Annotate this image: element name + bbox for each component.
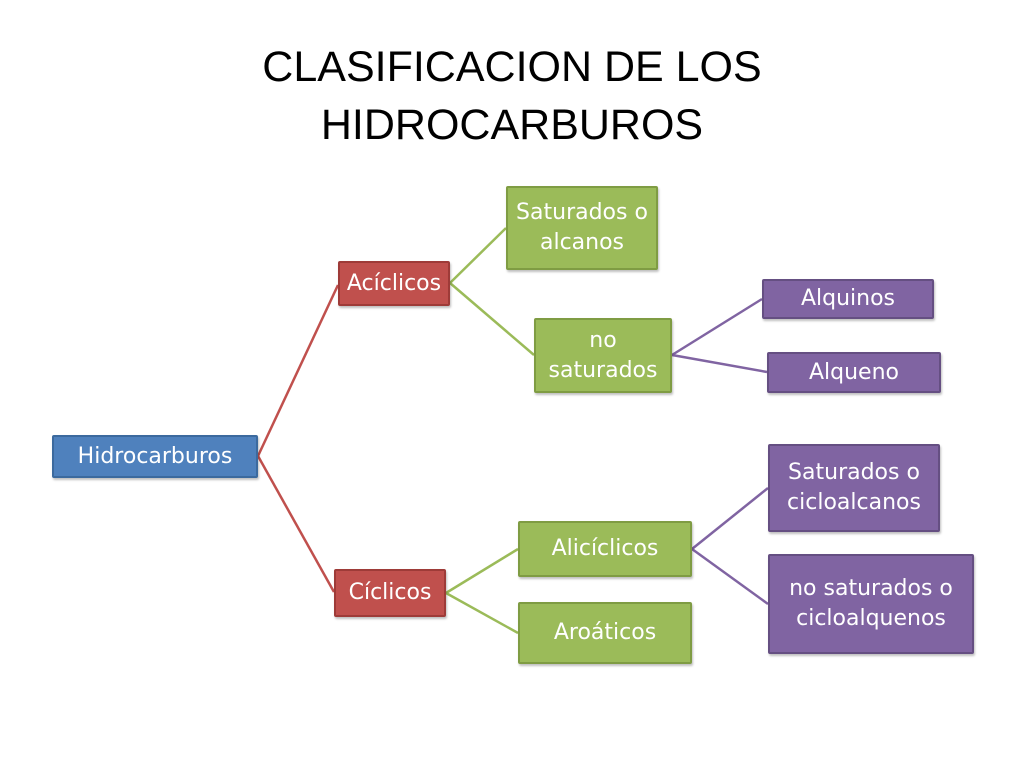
node-aromaticos: Aroáticos (518, 602, 692, 664)
connector-root-aciclicos (256, 284, 340, 457)
node-alquinos: Alquinos (762, 279, 934, 319)
connector-ciclicos-aliciclicos (445, 547, 519, 595)
slide-title-line-1: CLASIFICACION DE LOS (262, 43, 762, 91)
node-cicloalquenos: no saturados o cicloalquenos (768, 554, 974, 654)
connector-aciclicos-no-saturados (449, 282, 535, 356)
node-hidrocarburos: Hidrocarburos (52, 435, 258, 478)
connector-aliciclicos-cicloalcanos (691, 487, 769, 550)
node-cicloalcanos: Saturados o cicloalcanos (768, 444, 940, 532)
node-no-saturados: no saturados (534, 318, 672, 393)
slide-title-line-2: HIDROCARBUROS (320, 101, 704, 149)
connector-root-ciclicos (256, 455, 336, 593)
slide-title: CLASIFICACION DE LOS HIDROCARBUROS (0, 38, 1024, 154)
node-ciclicos: Cíclicos (334, 569, 446, 617)
node-saturados-alcanos: Saturados o alcanos (506, 186, 658, 270)
connector-no-saturados-alquinos (671, 297, 763, 357)
node-alqueno: Alqueno (767, 352, 941, 393)
connector-ciclicos-aromaticos (445, 591, 519, 635)
node-aciclicos: Acíclicos (338, 261, 450, 306)
node-aliciclicos: Alicíclicos (518, 521, 692, 577)
connector-no-saturados-alqueno (671, 353, 768, 374)
connector-aciclicos-saturados (449, 227, 507, 284)
connector-aliciclicos-cicloalquenos (691, 547, 769, 606)
